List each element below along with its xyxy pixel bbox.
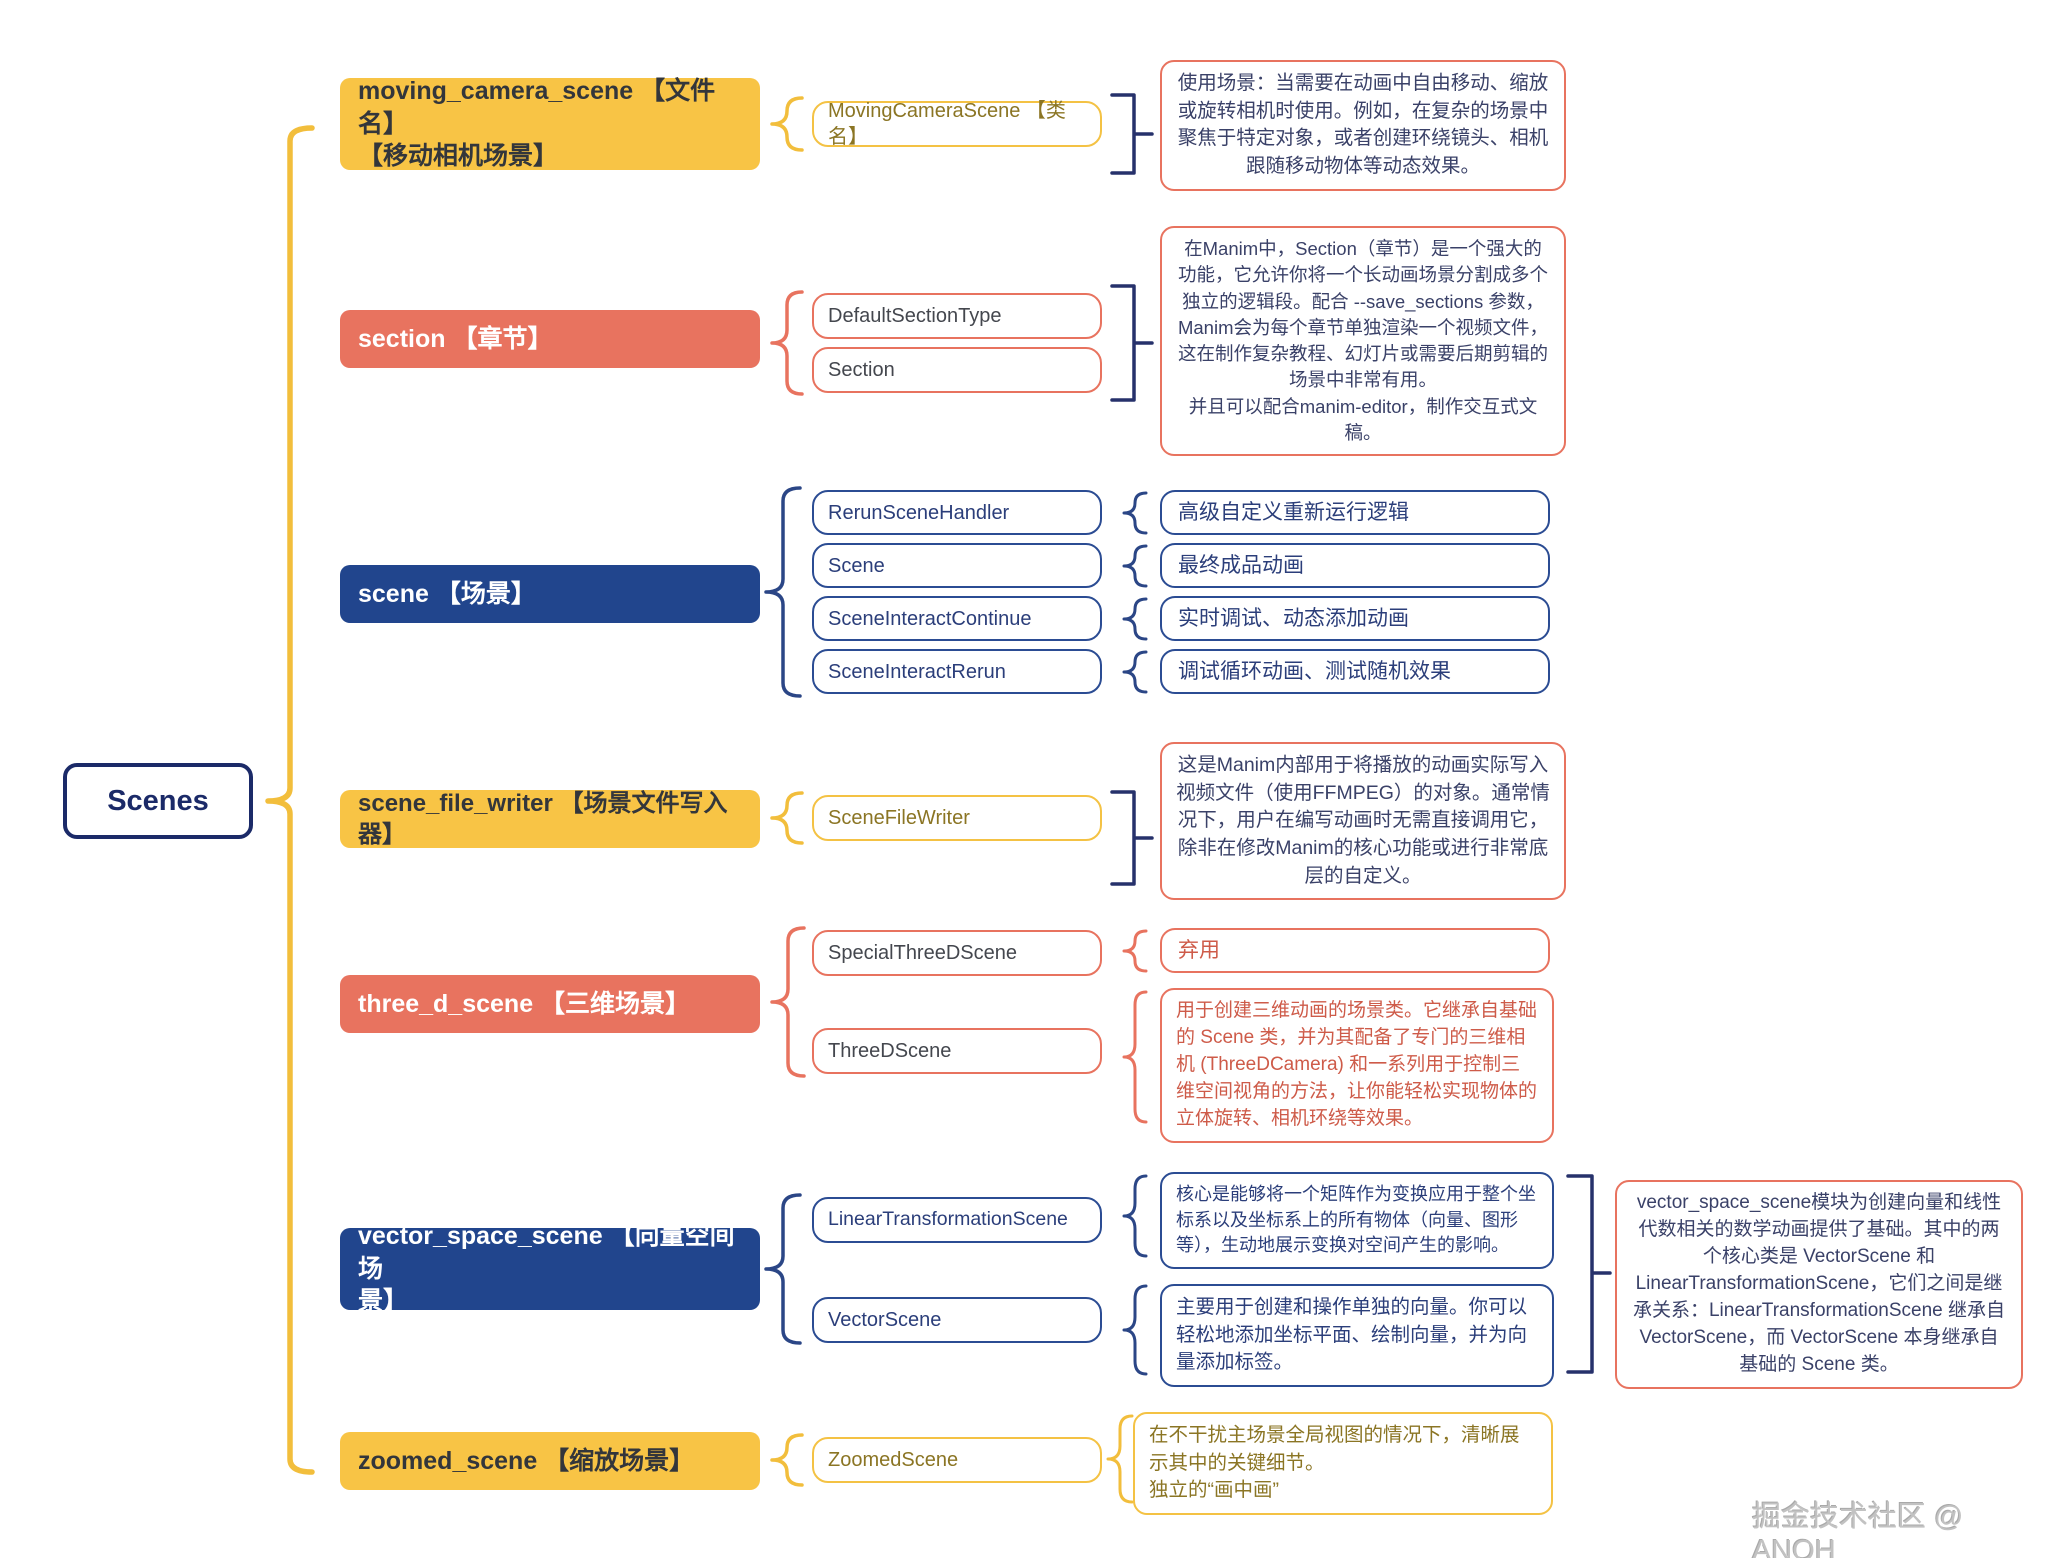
note-vector-space-scene[interactable]: vector_space_scene模块为创建向量和线性代数相关的数学动画提供了…	[1615, 1180, 2023, 1389]
desc-rerunscenehandler[interactable]: 高级自定义重新运行逻辑	[1160, 490, 1550, 535]
desc-sceneinteractrerun[interactable]: 调试循环动画、测试随机效果	[1160, 649, 1550, 694]
bracket-section-desc	[1110, 284, 1154, 402]
root-brace	[265, 125, 315, 1475]
desc-vectorscene[interactable]: 主要用于创建和操作单独的向量。你可以轻松地添加坐标平面、绘制向量，并为向量添加标…	[1160, 1284, 1554, 1388]
bracket-vector-note	[1566, 1174, 1612, 1374]
branch-moving-camera-scene[interactable]: moving_camera_scene 【文件名】 【移动相机场景】	[340, 77, 760, 170]
desc-scene[interactable]: 最终成品动画	[1160, 543, 1550, 588]
desc-zoomedscene[interactable]: 在不干扰主场景全局视图的情况下，清晰展示其中的关键细节。 独立的“画中画”	[1133, 1412, 1553, 1516]
branch-scene[interactable]: scene 【场景】	[340, 565, 760, 623]
brace-moving-camera	[770, 96, 804, 152]
class-node-sceneinteractrerun[interactable]: SceneInteractRerun	[812, 649, 1102, 694]
branch-vector-space-scene[interactable]: vector_space_scene 【向量空间场 景】	[340, 1222, 760, 1315]
root-node-scenes[interactable]: Scenes	[63, 763, 253, 839]
desc-moving-camera-scene[interactable]: 使用场景：当需要在动画中自由移动、缩放或旋转相机时使用。例如，在复杂的场景中聚焦…	[1160, 60, 1566, 191]
class-node-vectorscene[interactable]: VectorScene	[812, 1297, 1102, 1343]
class-node-movingcamerascene[interactable]: MovingCameraScene 【类名】	[812, 100, 1102, 148]
brace-zoomed-scene	[770, 1433, 804, 1487]
class-node-scene[interactable]: Scene	[812, 543, 1102, 588]
brace-desc-zoomedscene	[1106, 1414, 1134, 1504]
class-node-lineartransformationscene[interactable]: LinearTransformationScene	[812, 1197, 1102, 1243]
desc-threedscene[interactable]: 用于创建三维动画的场景类。它继承自基础的 Scene 类，并为其配备了专门的三维…	[1160, 988, 1554, 1143]
class-node-rerunscenehandler[interactable]: RerunSceneHandler	[812, 490, 1102, 535]
bracket-scene-file-writer-desc	[1110, 790, 1154, 886]
class-node-section[interactable]: Section	[812, 347, 1102, 393]
branch-section[interactable]: section 【章节】	[340, 310, 760, 368]
brace-section	[770, 290, 804, 396]
watermark: 掘金技术社区 @ ANQH	[1752, 1501, 1964, 1558]
brace-desc-sceneinteractrerun	[1122, 650, 1148, 694]
brace-scene-file-writer	[770, 791, 804, 845]
class-node-threedscene[interactable]: ThreeDScene	[812, 1028, 1102, 1074]
brace-desc-rerunscenehandler	[1122, 491, 1148, 535]
brace-desc-specialthreedscene	[1122, 929, 1148, 973]
branch-scene-file-writer[interactable]: scene_file_writer 【场景文件写入器】	[340, 790, 760, 848]
class-node-scenefilewriter[interactable]: SceneFileWriter	[812, 795, 1102, 841]
brace-desc-lineartransformationscene	[1122, 1174, 1148, 1258]
brace-desc-sceneinteractcontinue	[1122, 597, 1148, 641]
branch-three-d-scene[interactable]: three_d_scene 【三维场景】	[340, 975, 760, 1033]
desc-scene-file-writer[interactable]: 这是Manim内部用于将播放的动画实际写入视频文件（使用FFMPEG）的对象。通…	[1160, 742, 1566, 901]
desc-sceneinteractcontinue[interactable]: 实时调试、动态添加动画	[1160, 596, 1550, 641]
desc-specialthreedscene[interactable]: 弃用	[1160, 928, 1550, 973]
class-node-zoomedscene[interactable]: ZoomedScene	[812, 1437, 1102, 1483]
class-node-sceneinteractcontinue[interactable]: SceneInteractContinue	[812, 596, 1102, 641]
class-node-defaultsectiontype[interactable]: DefaultSectionType	[812, 293, 1102, 339]
brace-three-d-scene	[770, 926, 806, 1078]
branch-zoomed-scene[interactable]: zoomed_scene 【缩放场景】	[340, 1432, 760, 1490]
brace-vector-space-scene	[764, 1193, 802, 1345]
desc-section[interactable]: 在Manim中，Section（章节）是一个强大的功能，它允许你将一个长动画场景…	[1160, 226, 1566, 457]
bracket-moving-camera-desc	[1110, 93, 1154, 175]
brace-desc-threedscene	[1122, 990, 1148, 1124]
desc-lineartransformationscene[interactable]: 核心是能够将一个矩阵作为变换应用于整个坐标系以及坐标系上的所有物体（向量、图形等…	[1160, 1172, 1554, 1269]
brace-desc-vectorscene	[1122, 1284, 1148, 1376]
class-node-specialthreedscene[interactable]: SpecialThreeDScene	[812, 930, 1102, 976]
brace-scene	[764, 486, 802, 698]
brace-desc-scene	[1122, 544, 1148, 588]
